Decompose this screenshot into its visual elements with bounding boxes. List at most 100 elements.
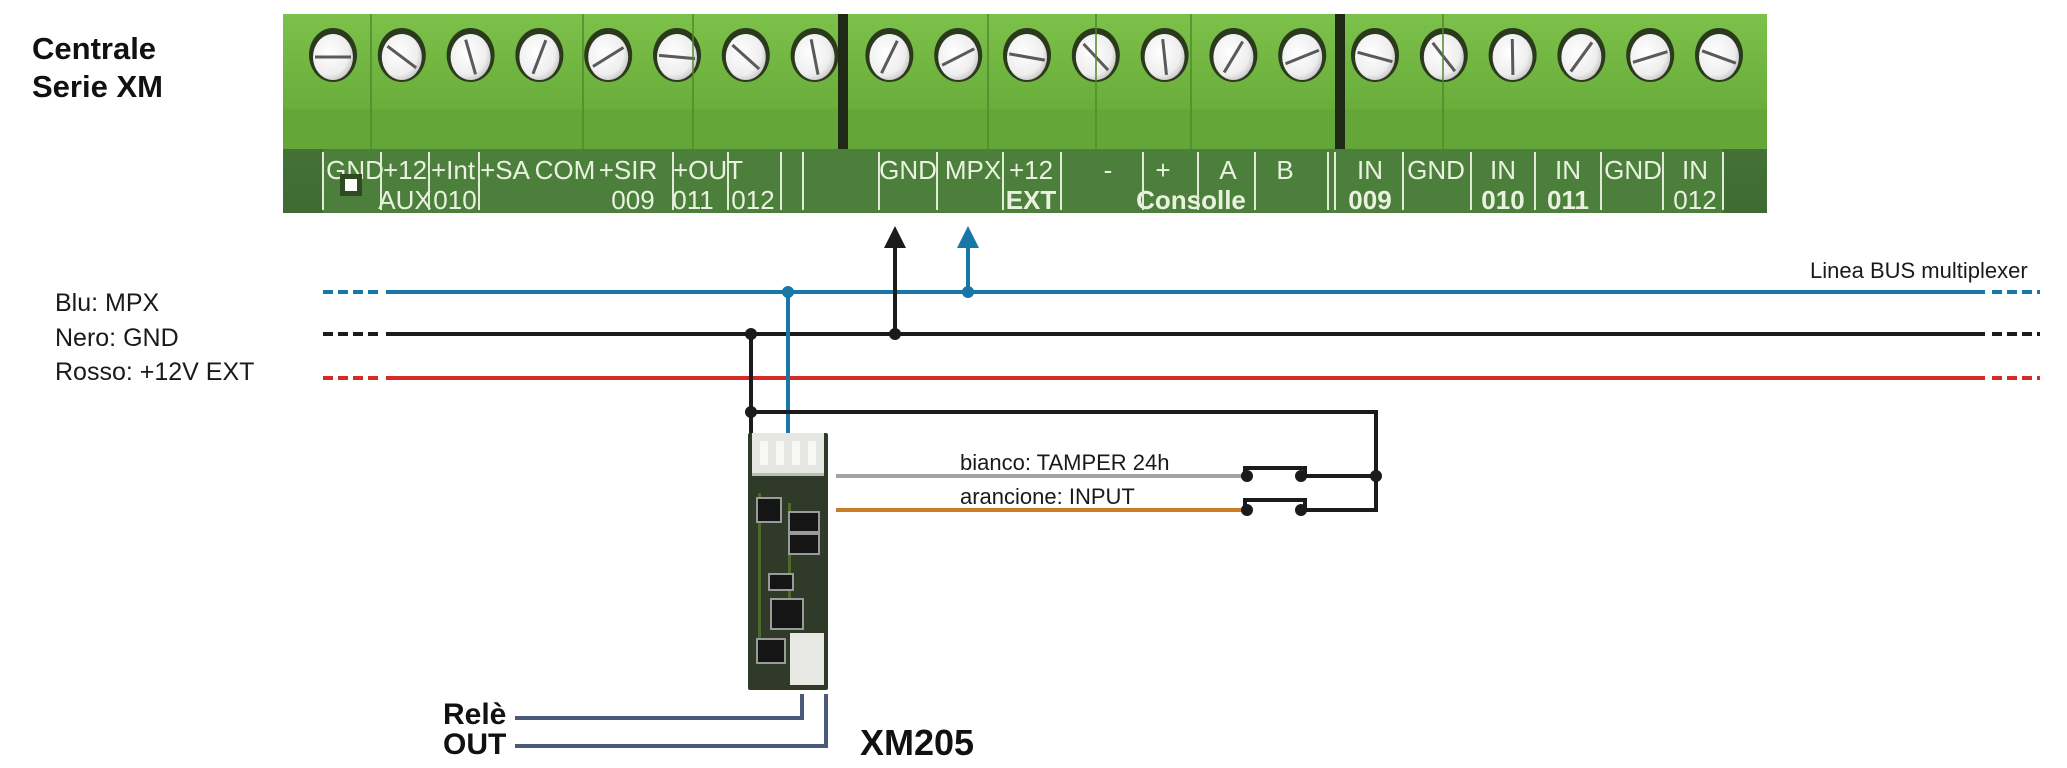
- switch-bar: [1243, 466, 1307, 474]
- wire-label-blue: Blu: MPX: [55, 289, 160, 317]
- mpx-arrow-dot: [962, 286, 974, 298]
- terminal-label: 012: [731, 185, 774, 213]
- terminal-screw: [865, 28, 914, 82]
- terminal-label: EXT: [1006, 185, 1057, 213]
- switch-bar: [1243, 498, 1307, 508]
- terminal-screw: [1695, 28, 1743, 82]
- terminal-label: -: [1104, 155, 1113, 185]
- terminal-label: +Int: [431, 155, 476, 185]
- screw-slot: [1701, 49, 1737, 65]
- terminal-label: +SA: [480, 155, 531, 185]
- terminal-screw: [1419, 28, 1468, 82]
- common-line-dot: [745, 406, 757, 418]
- input-wire-label: arancione: INPUT: [960, 484, 1135, 509]
- terminal-screw: [721, 28, 770, 82]
- screw-slot: [386, 44, 418, 70]
- chip: [768, 573, 794, 591]
- gnd-arrow-head: [884, 226, 906, 248]
- chip: [788, 511, 820, 533]
- mpx-junction-dot: [782, 286, 794, 298]
- gnd-arrow-dot: [889, 328, 901, 340]
- screw-slot: [1161, 38, 1168, 76]
- terminal-screw: [1626, 28, 1675, 82]
- block-gap: [838, 14, 848, 149]
- bus-lines: [323, 290, 2040, 380]
- terminal-label: COM: [535, 155, 596, 185]
- screw-row: [309, 28, 1743, 82]
- tamper-switch: [1241, 466, 1307, 482]
- terminal-label: 009: [611, 185, 654, 213]
- terminal-label: IN: [1555, 155, 1581, 185]
- terminal-screw: [1140, 28, 1189, 82]
- terminal-label: AUX: [378, 185, 431, 213]
- chip: [788, 533, 820, 555]
- common-junction-dot: [1370, 470, 1382, 482]
- terminal-screw: [446, 28, 495, 82]
- xm205-module: [748, 433, 828, 690]
- terminal-label: +SIR: [599, 155, 658, 185]
- terminal-label: IN: [1682, 155, 1708, 185]
- chip: [756, 638, 786, 664]
- panel-title: Centrale Serie XM: [32, 30, 163, 106]
- tamper-wire-label: bianco: TAMPER 24h: [960, 450, 1170, 475]
- terminal-label: 011: [672, 185, 713, 213]
- screw-slot: [1009, 52, 1045, 62]
- screw-slot: [1357, 50, 1393, 64]
- rele-label: Relè: [443, 698, 507, 731]
- terminal-label: B: [1276, 155, 1293, 185]
- terminal-screw: [309, 28, 357, 82]
- terminal-label: GND: [879, 155, 937, 185]
- label-strip: [323, 149, 1723, 213]
- terminal-screw: [1557, 28, 1606, 82]
- screw-slot: [880, 40, 899, 74]
- screw-slot: [1569, 41, 1594, 73]
- terminal-label: 011: [1547, 185, 1589, 213]
- terminal-label: IN: [1357, 155, 1383, 185]
- bus-line-label: Linea BUS multiplexer: [1810, 258, 2028, 283]
- gnd-junction-dot: [745, 328, 757, 340]
- terminal-label: 010: [1481, 185, 1524, 213]
- terminal-label: 009: [1348, 185, 1391, 213]
- terminal-screw: [1209, 28, 1258, 82]
- terminal-screw: [653, 28, 701, 82]
- terminal-screw: [1351, 28, 1399, 82]
- terminal-label: +OUT: [673, 155, 743, 185]
- screw-slot: [531, 39, 548, 75]
- input-switch: [1241, 498, 1307, 516]
- rele-wire: [515, 694, 804, 720]
- screw-slot: [1284, 48, 1320, 66]
- terminal-screw: [790, 28, 839, 82]
- terminal-screw: [1488, 28, 1537, 82]
- chip: [770, 598, 804, 630]
- screw-slot: [1632, 50, 1668, 64]
- terminal-screw: [584, 28, 633, 82]
- terminal-label: +: [1155, 155, 1170, 185]
- terminal-label: +12: [383, 155, 427, 185]
- panel-title-line1: Centrale: [32, 31, 157, 66]
- module-name-label: XM205: [860, 722, 975, 763]
- screw-slot: [731, 43, 761, 71]
- terminal-label: 010: [433, 185, 476, 213]
- terminal-label: IN: [1490, 155, 1516, 185]
- terminal-label: Consolle: [1136, 185, 1246, 213]
- panel-title-line2: Serie XM: [32, 69, 163, 104]
- terminal-label: A: [1219, 155, 1237, 185]
- screw-slot: [941, 47, 975, 67]
- output-connector: [790, 633, 824, 685]
- terminal-screw: [1278, 28, 1327, 82]
- screw-slot: [464, 39, 478, 75]
- screw-slot: [1222, 40, 1244, 74]
- terminal-screw: [377, 28, 426, 82]
- chip: [756, 497, 782, 523]
- out-wire: [515, 694, 828, 748]
- terminal-label: GND: [1407, 155, 1465, 185]
- block-separators: [370, 14, 1444, 149]
- terminal-label: GND: [1604, 155, 1662, 185]
- out-label: OUT: [443, 728, 507, 761]
- screw-slot: [658, 53, 696, 61]
- terminal-label: +12: [1009, 155, 1053, 185]
- screw-slot: [592, 46, 625, 68]
- bus-connector: [752, 433, 824, 476]
